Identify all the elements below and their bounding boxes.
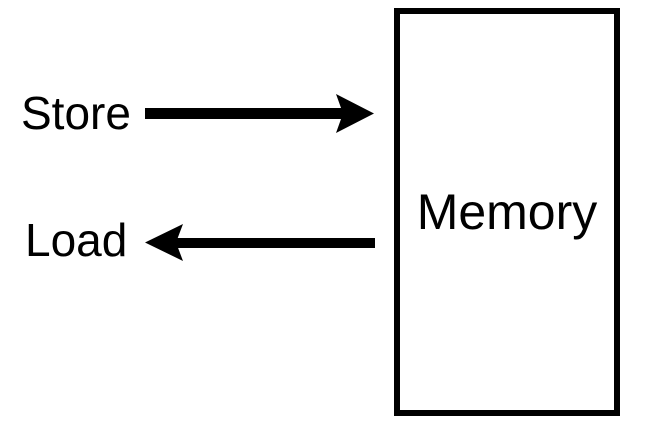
memory-label: Memory: [416, 184, 598, 240]
memory-box: Memory: [394, 8, 620, 416]
load-arrow: [145, 224, 375, 261]
load-arrow-shaft: [176, 238, 375, 248]
store-arrow: [145, 94, 374, 133]
load-arrowhead-icon: [145, 224, 183, 261]
store-arrow-shaft: [145, 108, 343, 119]
store-arrowhead-icon: [336, 94, 374, 133]
store-label: Store: [21, 87, 131, 139]
load-label: Load: [25, 214, 128, 266]
